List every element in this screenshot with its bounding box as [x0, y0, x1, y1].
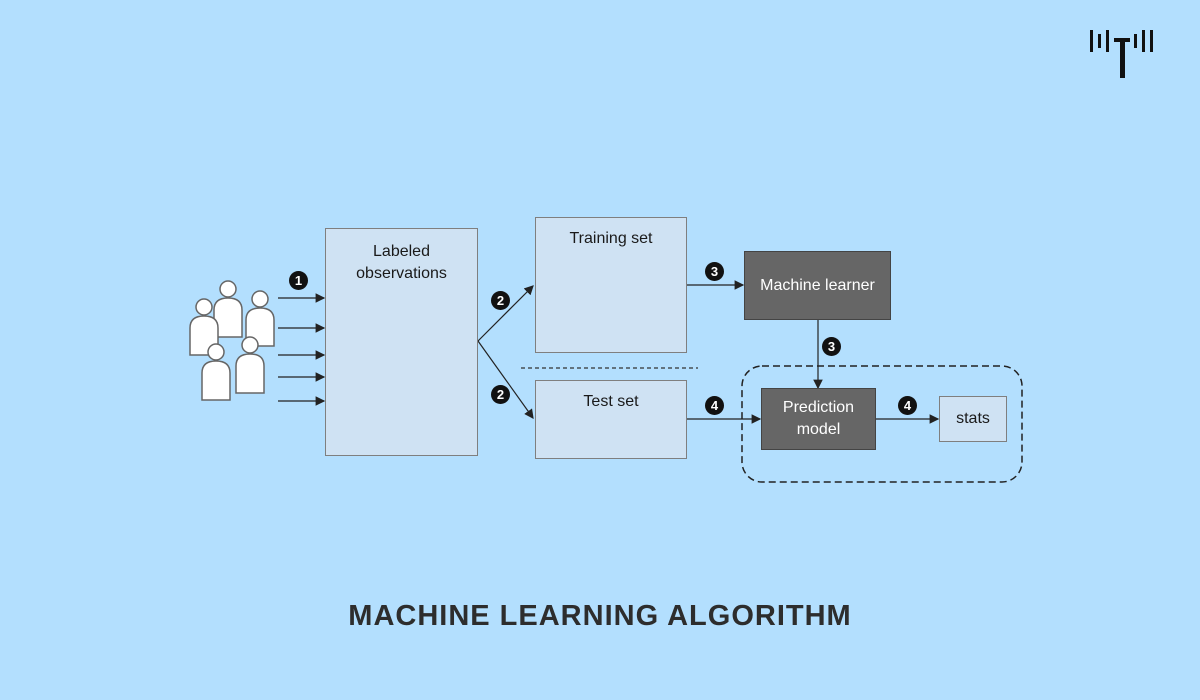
- training-set-label: Training set: [569, 230, 653, 247]
- step-badge-1: 1: [289, 271, 308, 290]
- prediction-model-label-line1: Prediction: [782, 399, 855, 416]
- machine-learner-box: Machine learner: [744, 251, 891, 320]
- step-badge-3-training: 3: [705, 262, 724, 281]
- prediction-model-box: Prediction model: [761, 388, 876, 450]
- test-set-label: Test set: [583, 393, 639, 410]
- page-title: MACHINE LEARNING ALGORITHM: [348, 600, 852, 632]
- prediction-model-label-line2: model: [796, 421, 841, 438]
- test-set-box: Test set: [535, 380, 687, 459]
- stats-box: stats: [939, 396, 1007, 442]
- brand-logo-icon: [1090, 30, 1153, 78]
- stats-label: stats: [956, 410, 990, 427]
- people-group-icon: [189, 280, 275, 401]
- step-badge-4-test: 4: [705, 396, 724, 415]
- step-badge-2-training: 2: [491, 291, 510, 310]
- step-badge-2-test: 2: [491, 385, 510, 404]
- machine-learner-label: Machine learner: [760, 276, 875, 294]
- training-set-box: Training set: [535, 217, 687, 353]
- labeled-observations-box: Labeled observations: [325, 228, 478, 456]
- step-badge-4-prediction: 4: [898, 396, 917, 415]
- step-badge-3-learner: 3: [822, 337, 841, 356]
- labeled-observations-label-line2: observations: [356, 265, 447, 282]
- labeled-observations-label-line1: Labeled: [373, 243, 430, 260]
